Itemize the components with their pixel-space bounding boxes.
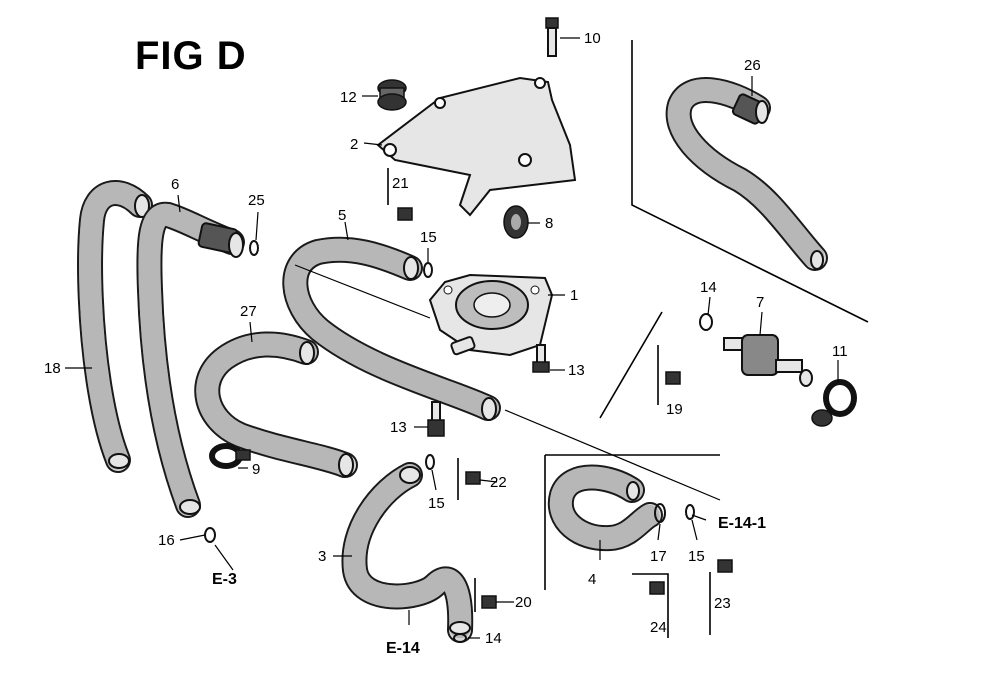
figure-title: FIG D — [135, 34, 247, 78]
ref-e3: E-3 — [212, 571, 237, 588]
callout-14-top: 14 — [700, 279, 717, 296]
clamp-11 — [811, 379, 857, 427]
hose-6 — [136, 201, 245, 518]
callout-17: 17 — [650, 548, 667, 565]
callout-19: 19 — [666, 401, 683, 418]
leader-lines — [65, 37, 839, 639]
callout-6: 6 — [171, 176, 179, 193]
callout-15-top: 15 — [420, 229, 437, 246]
bolt-10 — [545, 17, 559, 57]
callout-18: 18 — [44, 360, 61, 377]
hose-5 — [282, 236, 501, 421]
clip-22 — [465, 471, 481, 485]
clip-23 — [717, 559, 733, 573]
clip-19 — [665, 371, 681, 385]
reference-labels: E-3 E-14 E-14-1 — [212, 515, 766, 657]
fuel-pump-1 — [428, 273, 554, 357]
callout-9: 9 — [252, 461, 260, 478]
ref-e14: E-14 — [386, 640, 420, 657]
callout-25: 25 — [248, 192, 265, 209]
clip-20 — [481, 595, 497, 609]
callout-11: 11 — [832, 343, 848, 360]
ref-e14-1: E-14-1 — [718, 515, 766, 532]
callout-15-mid: 15 — [428, 495, 445, 512]
callout-23: 23 — [714, 595, 731, 612]
callout-8: 8 — [545, 215, 553, 232]
hose-27 — [194, 331, 358, 478]
clip-21 — [397, 207, 413, 221]
callout-24: 24 — [650, 619, 667, 636]
hose-26 — [665, 77, 828, 271]
callout-20: 20 — [515, 594, 532, 611]
grommet-12 — [377, 79, 407, 111]
callout-12: 12 — [340, 89, 357, 106]
callout-2: 2 — [350, 136, 358, 153]
callout-26: 26 — [744, 57, 761, 74]
callout-5: 5 — [338, 207, 346, 224]
callout-21: 21 — [392, 175, 409, 192]
grommet-8 — [503, 205, 529, 239]
bracket-2 — [376, 76, 577, 217]
callout-27: 27 — [240, 303, 257, 320]
callout-16: 16 — [158, 532, 175, 549]
callout-1: 1 — [570, 287, 578, 304]
callout-3: 3 — [318, 548, 326, 565]
hose-4 — [547, 464, 663, 552]
callout-13-upper: 13 — [568, 362, 585, 379]
bolt-13-lower — [427, 401, 445, 437]
clamp-9 — [209, 443, 251, 469]
frame-lines — [387, 40, 869, 638]
callout-14-bottom: 14 — [485, 630, 502, 647]
fuel-filter-7 — [723, 334, 813, 387]
hose-18 — [77, 180, 153, 473]
hose-3 — [341, 462, 474, 643]
callout-7: 7 — [756, 294, 764, 311]
callout-10: 10 — [584, 30, 601, 47]
callout-15-right: 15 — [688, 548, 705, 565]
clip-24 — [649, 581, 665, 595]
clips-small — [204, 240, 713, 643]
callout-4: 4 — [588, 571, 596, 588]
callout-22: 22 — [490, 474, 507, 491]
callout-13-lower: 13 — [390, 419, 407, 436]
bolt-13-upper — [532, 344, 550, 373]
callout-labels: 10 12 2 21 8 1 13 13 6 5 25 15 27 18 9 1… — [44, 30, 848, 647]
